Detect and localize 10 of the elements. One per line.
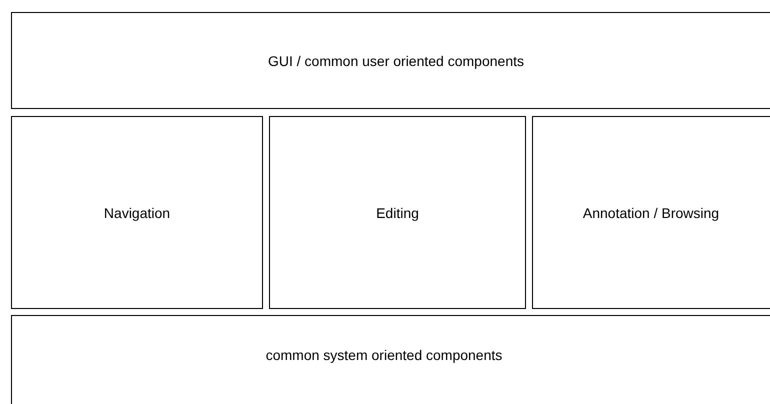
box-label: GUI / common user oriented components (268, 52, 524, 68)
component-box (532, 116, 770, 309)
component-box (269, 116, 526, 309)
component-box (11, 116, 263, 309)
box-label: Navigation (104, 204, 170, 220)
component-box (11, 12, 770, 109)
box-label: Editing (376, 204, 419, 220)
box-label: common system oriented components (266, 347, 502, 363)
box-label: Annotation / Browsing (582, 204, 720, 220)
component-box (11, 315, 770, 404)
